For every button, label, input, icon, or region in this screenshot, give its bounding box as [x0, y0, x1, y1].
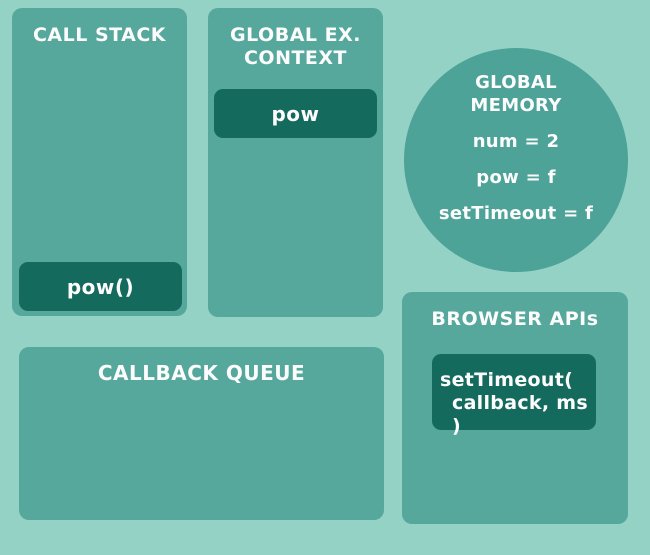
global-memory-circle: GLOBAL MEMORY num = 2 pow = f setTimeout… — [404, 48, 628, 272]
global-memory-title: GLOBAL MEMORY — [404, 71, 628, 117]
browser-apis-title: BROWSER APIs — [431, 308, 599, 330]
global-memory-title-line2: MEMORY — [470, 95, 562, 116]
api-item-settimeout-line1: setTimeout( — [440, 369, 574, 391]
global-memory-title-line1: GLOBAL — [475, 72, 557, 93]
stack-frame-pow: pow() — [19, 262, 182, 311]
callback-queue-panel: CALLBACK QUEUE — [19, 347, 384, 520]
global-context-title-line2: CONTEXT — [243, 47, 348, 69]
stack-frame-label: pow() — [66, 274, 135, 299]
call-stack-title: CALL STACK — [32, 24, 167, 46]
api-item-settimeout-line2: callback, ms ) — [452, 392, 588, 437]
global-context-title: GLOBAL EX. CONTEXT — [208, 8, 383, 70]
global-context-title-line1: GLOBAL EX. — [230, 24, 361, 46]
global-execution-context-panel: GLOBAL EX. CONTEXT pow — [208, 8, 383, 317]
call-stack-panel: CALL STACK pow() — [12, 8, 187, 316]
memory-entry-num: num = 2 — [472, 131, 560, 152]
context-item-pow: pow — [214, 89, 377, 138]
memory-entry-settimeout: setTimeout = f — [438, 203, 594, 224]
memory-entry-pow: pow = f — [476, 167, 556, 188]
api-item-settimeout: setTimeout( callback, ms ) — [432, 354, 596, 437]
callback-queue-title: CALLBACK QUEUE — [97, 361, 306, 385]
browser-apis-panel: BROWSER APIs setTimeout( callback, ms ) — [402, 292, 628, 524]
context-item-label: pow — [271, 101, 320, 126]
